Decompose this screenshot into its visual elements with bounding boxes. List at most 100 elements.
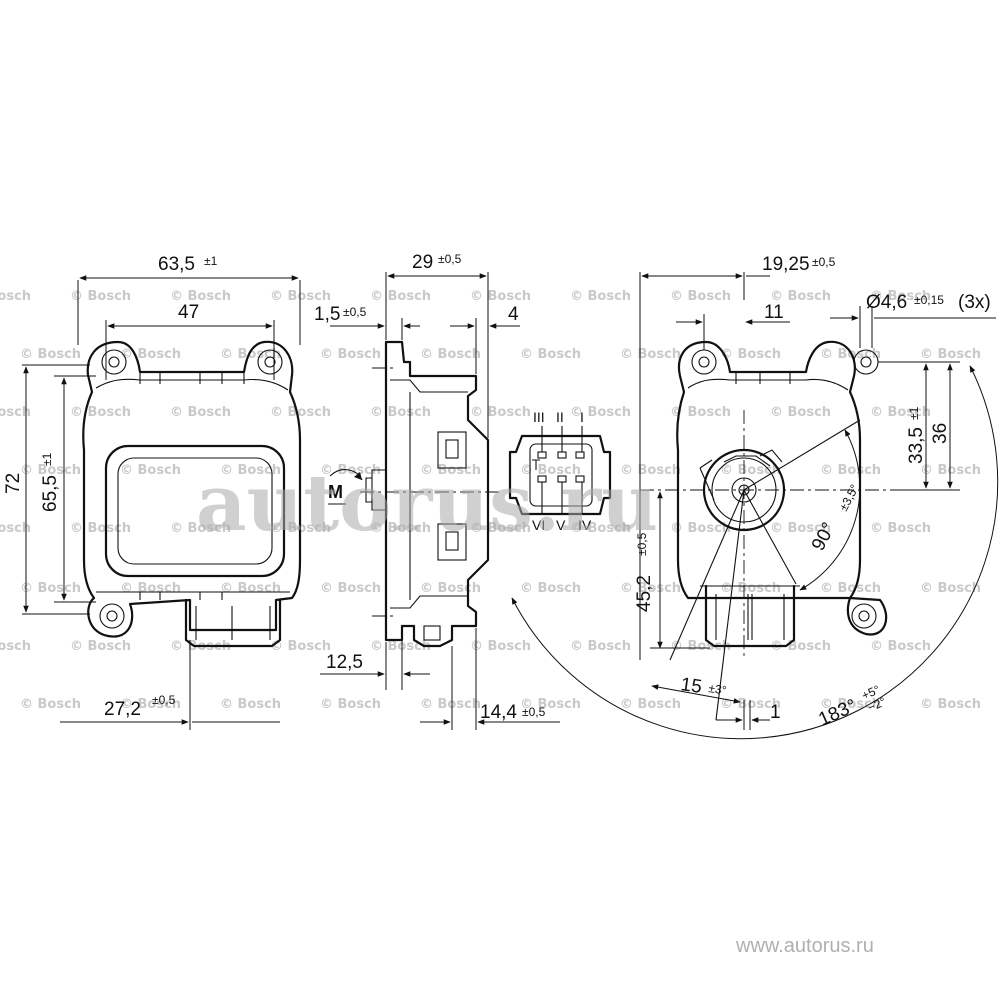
bosch-watermark: © Bosch xyxy=(820,463,881,478)
bosch-watermark: © Bosch xyxy=(320,697,381,712)
dim-45-2: 45,2 xyxy=(634,575,655,612)
bosch-watermark: © Bosch xyxy=(270,405,331,420)
dim-29: 29 xyxy=(412,252,433,273)
motor-label: M xyxy=(328,482,343,502)
dim-33-5: 33,5 xyxy=(906,427,927,464)
dim-65-5-tol: ±1 xyxy=(40,452,54,466)
bosch-watermark: © Bosch xyxy=(820,697,881,712)
dim-12-5: 12,5 xyxy=(326,652,363,673)
pin-III: III xyxy=(533,409,545,425)
bosch-watermark: © Bosch xyxy=(20,697,81,712)
motor-symbol: M xyxy=(328,469,363,505)
bosch-watermark: © Bosch xyxy=(420,581,481,596)
dim-d4-6: Ø4,6 xyxy=(866,292,907,313)
bosch-watermark: © Bosch xyxy=(620,347,681,362)
bosch-watermark: © Bosch xyxy=(870,639,931,654)
bosch-watermark: © Bosch xyxy=(470,639,531,654)
site-url: www.autorus.ru xyxy=(735,935,874,957)
bosch-watermark: © Bosch xyxy=(770,405,831,420)
bosch-watermark: © Bosch xyxy=(470,289,531,304)
bosch-watermark: © Bosch xyxy=(320,581,381,596)
bosch-watermark: © Bosch xyxy=(220,697,281,712)
dim-19-25: 19,25 xyxy=(762,254,810,275)
bosch-watermark: © Bosch xyxy=(770,289,831,304)
bosch-watermark: © Bosch xyxy=(620,697,681,712)
bosch-watermark: © Bosch xyxy=(870,289,931,304)
bosch-watermark: © Bosch xyxy=(720,347,781,362)
bosch-watermark: © Bosch xyxy=(770,639,831,654)
bosch-watermark: © Bosch xyxy=(370,289,431,304)
bosch-watermark: © Bosch xyxy=(820,581,881,596)
dim-33-5-tol: ±1 xyxy=(907,406,921,420)
bosch-watermark: © Bosch xyxy=(920,347,981,362)
dim-29-tol: ±0,5 xyxy=(438,252,462,266)
bosch-watermark: © Bosch xyxy=(370,639,431,654)
bosch-watermark: © Bosch xyxy=(0,289,31,304)
front-dimensions: 63,5 ±1 47 72 65,5 ±1 27,2 ±0,5 xyxy=(3,254,301,730)
dim-36: 36 xyxy=(930,423,951,444)
bosch-watermark: © Bosch xyxy=(920,697,981,712)
dim-1-5: 1,5 xyxy=(314,304,340,325)
dim-63-5: 63,5 xyxy=(158,254,195,275)
dim-183-tol-plus: +5° xyxy=(860,682,883,702)
dim-183-tol-minus: −2° xyxy=(866,694,889,714)
dim-1: 1 xyxy=(770,702,781,723)
bosch-watermark: © Bosch xyxy=(820,347,881,362)
dim-d4-6-count: (3x) xyxy=(958,292,991,313)
autorus-watermark: autorus.ru xyxy=(196,458,658,549)
side-view xyxy=(360,340,500,648)
bosch-watermark: © Bosch xyxy=(420,697,481,712)
bosch-watermark: © Bosch xyxy=(720,463,781,478)
bosch-watermark: © Bosch xyxy=(920,463,981,478)
dim-63-5-tol: ±1 xyxy=(204,254,218,268)
bosch-watermark: © Bosch xyxy=(120,463,181,478)
bosch-watermark: © Bosch xyxy=(270,289,331,304)
bosch-watermark: © Bosch xyxy=(20,347,81,362)
dim-d4-6-tol: ±0,15 xyxy=(914,293,944,307)
dim-72: 72 xyxy=(3,473,24,494)
dim-14-4: 14,4 xyxy=(480,702,517,723)
bosch-watermark: © Bosch xyxy=(70,405,131,420)
dim-11: 11 xyxy=(764,302,784,323)
pin-I: I xyxy=(580,409,584,425)
bosch-watermark: © Bosch xyxy=(470,405,531,420)
bosch-watermark: © Bosch xyxy=(170,405,231,420)
bosch-watermark: © Bosch xyxy=(870,405,931,420)
bosch-watermark: © Bosch xyxy=(520,347,581,362)
dim-47: 47 xyxy=(178,302,199,323)
bosch-watermark: © Bosch xyxy=(520,697,581,712)
bosch-watermark: © Bosch xyxy=(170,289,231,304)
bosch-watermark: © Bosch xyxy=(420,347,481,362)
dim-27-2: 27,2 xyxy=(104,699,141,720)
dim-65-5: 65,5 xyxy=(40,475,61,512)
bosch-watermark: © Bosch xyxy=(120,581,181,596)
bosch-watermark: © Bosch xyxy=(870,521,931,536)
bosch-watermark: © Bosch xyxy=(170,521,231,536)
bosch-watermark: © Bosch xyxy=(320,347,381,362)
bosch-watermark: © Bosch xyxy=(670,639,731,654)
bosch-watermark: © Bosch xyxy=(370,405,431,420)
dim-15-tol: ±3° xyxy=(708,681,728,697)
bosch-watermark: © Bosch xyxy=(70,521,131,536)
bosch-watermark: © Bosch xyxy=(570,289,631,304)
bosch-watermark: © Bosch xyxy=(220,463,281,478)
pin-II: II xyxy=(556,409,564,425)
dim-15: 15 xyxy=(679,674,703,698)
bosch-watermark: © Bosch xyxy=(0,639,31,654)
bosch-watermark: © Bosch xyxy=(720,581,781,596)
bosch-watermark: © Bosch xyxy=(220,581,281,596)
dim-4: 4 xyxy=(508,304,519,325)
dim-19-25-tol: ±0,5 xyxy=(812,255,836,269)
side-dimensions: 29 ±0,5 1,5 ±0,5 4 12,5 14,4 ±0,5 xyxy=(314,252,560,730)
bosch-watermark: © Bosch xyxy=(70,289,131,304)
front-view xyxy=(82,340,302,648)
bosch-watermark: © Bosch xyxy=(670,289,731,304)
rear-dimensions: 19,25 ±0,5 11 Ø4,6 ±0,15 (3x) 33,5 ±1 36… xyxy=(511,254,999,740)
bosch-watermark: © Bosch xyxy=(520,581,581,596)
bosch-watermark: © Bosch xyxy=(20,581,81,596)
dim-27-2-tol: ±0,5 xyxy=(152,693,176,707)
bosch-watermark: © Bosch xyxy=(120,697,181,712)
bosch-watermark: © Bosch xyxy=(270,639,331,654)
bosch-watermark: © Bosch xyxy=(120,347,181,362)
